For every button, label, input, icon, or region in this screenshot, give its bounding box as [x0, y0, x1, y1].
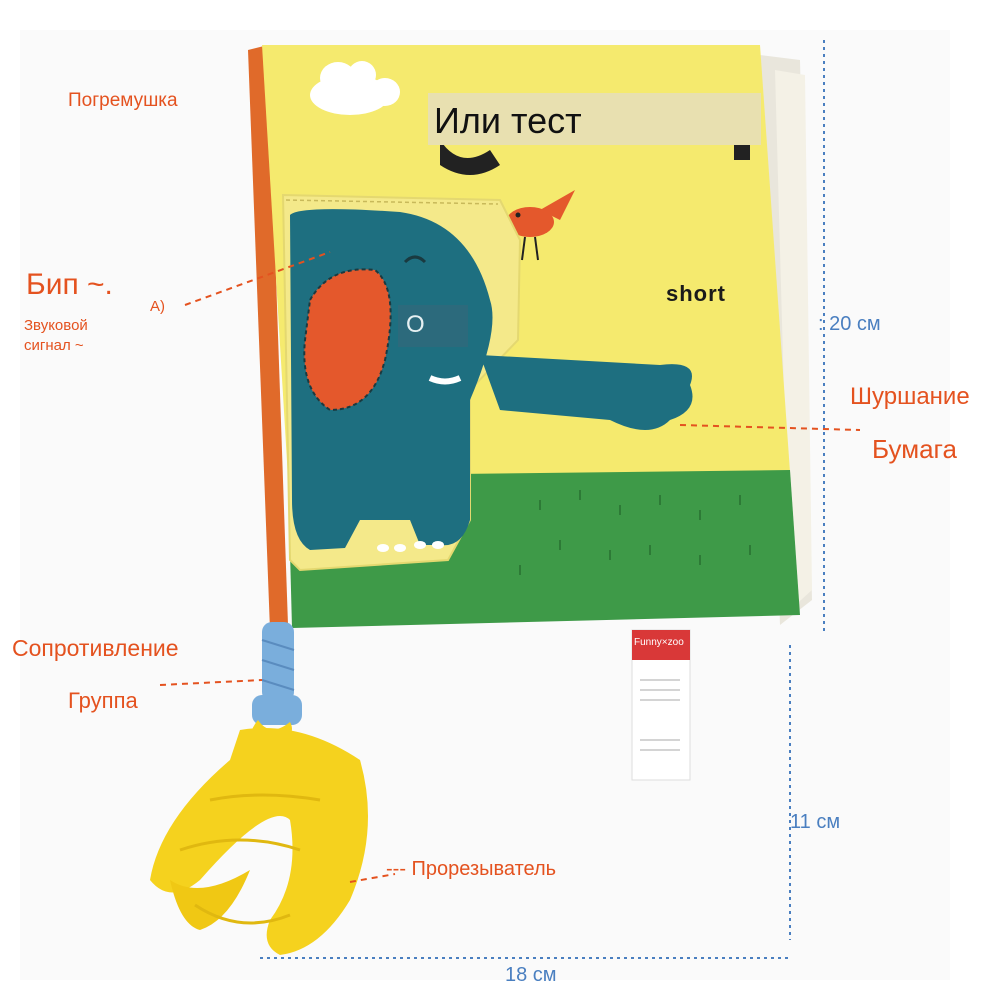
width-dimension: 18 см: [505, 964, 557, 986]
product-tag: [631, 629, 691, 781]
book-height-dimension: : 20 см: [818, 313, 881, 335]
resistance-leader-line: [159, 679, 263, 686]
eye-label: O: [406, 311, 425, 338]
banana-teether: [150, 720, 368, 955]
rustle-label: Шуршание: [850, 383, 970, 410]
group-label: Группа: [68, 688, 138, 713]
resistance-label: Сопротивление: [12, 635, 179, 661]
cloud-icon: [310, 61, 400, 115]
resistance-band: [252, 622, 302, 725]
book-spine: [248, 45, 288, 630]
teether-label: --- Прорезыватель: [386, 858, 557, 880]
elephant-trunk: [480, 355, 693, 430]
paper-label: Бумага: [872, 434, 957, 464]
rattle-label: Погремушка: [68, 90, 178, 111]
teether-leader-line: [349, 873, 396, 883]
cover-title-overlay: Или тест: [434, 100, 582, 141]
eye-label-box: [398, 305, 468, 347]
elephant-ear: [303, 268, 392, 412]
rustle-leader-line: [679, 424, 861, 431]
cover-word: short: [666, 281, 726, 306]
beep-sub-label: Звуковой сигнал ~: [24, 317, 88, 354]
elephant-illustration: [290, 209, 693, 552]
title-overlay-box: [428, 93, 761, 145]
teether-length-dimension: 11 см: [790, 811, 841, 833]
beep-label: Бип ~.: [26, 268, 113, 301]
tag-brand: Funny×zoo: [634, 637, 684, 648]
beep-leader-line: [184, 251, 331, 306]
beep-a-label: A): [150, 298, 165, 315]
